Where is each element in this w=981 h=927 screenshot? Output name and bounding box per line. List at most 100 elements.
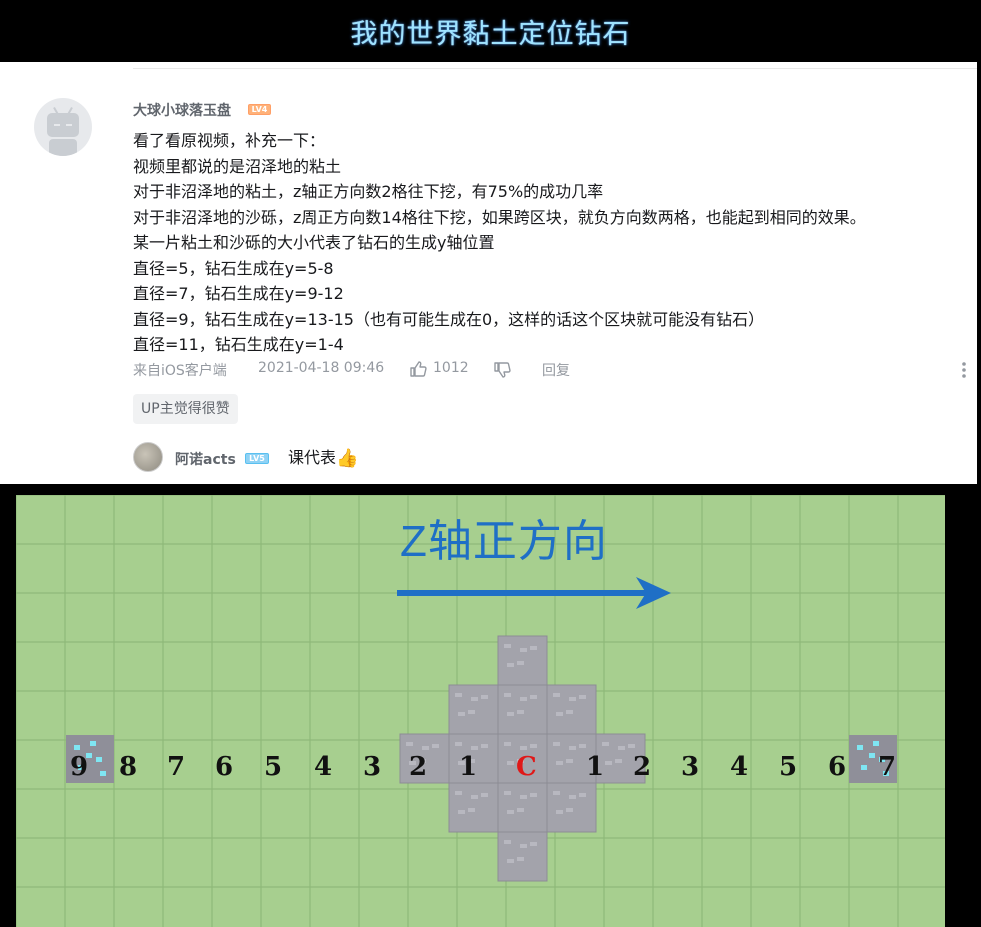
stone-texture: [520, 746, 527, 750]
avatar-eye-left: [54, 124, 60, 126]
reply-username[interactable]: 阿诺acts: [175, 452, 236, 468]
stone-texture: [507, 712, 514, 716]
left-distance-label: 8: [119, 752, 138, 782]
stone-block: [497, 635, 548, 686]
diamond-fleck: [100, 771, 106, 776]
stone-texture: [468, 808, 475, 812]
stone-texture: [556, 712, 563, 716]
direction-arrow: [397, 577, 671, 609]
left-distance-label: 2: [409, 752, 428, 782]
stone-texture: [530, 646, 537, 650]
stone-texture: [520, 795, 527, 799]
comment-line: 看了看原视频，补充一下：: [133, 131, 326, 150]
separator: [0, 484, 981, 495]
stone-texture: [579, 744, 586, 748]
diamond-fleck: [883, 771, 889, 776]
comment-line: 直径=7，钻石生成在y=9-12: [133, 284, 344, 303]
diamond-fleck: [879, 757, 885, 762]
stone-texture: [504, 791, 511, 795]
right-distance-label: 1: [586, 752, 605, 782]
stone-texture: [504, 742, 511, 746]
border-right: [945, 484, 981, 927]
stone-texture: [628, 744, 635, 748]
stone-texture: [566, 710, 573, 714]
stone-texture: [419, 759, 426, 763]
stone-texture: [458, 761, 465, 765]
stone-texture: [569, 697, 576, 701]
left-distance-label: 3: [363, 752, 382, 782]
stone-texture: [406, 742, 413, 746]
right-distance-label: 6: [828, 752, 847, 782]
panel-edge: [977, 62, 981, 484]
stone-texture: [569, 746, 576, 750]
diamond-fleck: [873, 741, 879, 746]
comment-line: 对于非沼泽地的沙砾，z周正方向数14格往下挖，如果跨区块，就负方向数两格，也能起…: [133, 207, 866, 227]
diamond-fleck: [90, 741, 96, 746]
stone-texture: [520, 648, 527, 652]
grass-grid: [16, 495, 945, 927]
title-bar: 我的世界黏土定位钻石: [0, 0, 981, 62]
comment-source: 来自iOS客户端: [133, 363, 227, 379]
right-distance-label: 3: [681, 752, 700, 782]
diamond-fleck: [861, 765, 867, 770]
stone-texture: [556, 810, 563, 814]
comment-line: 直径=11，钻石生成在y=1-4: [133, 335, 344, 354]
stone-texture: [553, 791, 560, 795]
stone-texture: [481, 744, 488, 748]
diamond-fleck: [74, 745, 80, 750]
stone-texture: [458, 712, 465, 716]
stone-texture: [566, 808, 573, 812]
comment-line: 直径=9，钻石生成在y=13-15（也有可能生成在0，这样的话这个区块就可能没有…: [133, 309, 765, 329]
stone-texture: [517, 759, 524, 763]
stone-texture: [618, 746, 625, 750]
stone-texture: [504, 644, 511, 648]
thumbs-down-icon[interactable]: [493, 361, 511, 379]
stone-texture: [409, 761, 416, 765]
left-distance-label: 9: [70, 752, 89, 782]
left-distance-label: 6: [215, 752, 234, 782]
stone-texture: [602, 742, 609, 746]
stone-texture: [507, 859, 514, 863]
thumbs-up-icon[interactable]: [409, 360, 427, 378]
right-distance-label: 2: [633, 752, 652, 782]
stone-block: [546, 782, 597, 833]
more-vertical-icon[interactable]: [960, 360, 968, 380]
stone-texture: [455, 693, 462, 697]
stone-texture: [517, 661, 524, 665]
stone-texture: [520, 844, 527, 848]
center-label: C: [516, 752, 537, 782]
diamond-fleck: [857, 745, 863, 750]
stone-texture: [507, 761, 514, 765]
stone-texture: [468, 710, 475, 714]
left-distance-label: 4: [314, 752, 333, 782]
reply-avatar[interactable]: [133, 442, 163, 472]
stone-texture: [517, 857, 524, 861]
reply-level-badge: LV5: [245, 453, 269, 464]
right-distance-label: 5: [779, 752, 798, 782]
stone-block: [448, 684, 499, 735]
comment-meta: 来自iOS客户端 2021-04-18 09:46 1012 回复: [133, 360, 978, 380]
stone-texture: [481, 695, 488, 699]
page-title: 我的世界黏土定位钻石: [350, 18, 631, 50]
stone-block: [497, 782, 548, 833]
stone-block: [497, 684, 548, 735]
stone-texture: [455, 742, 462, 746]
comment-username[interactable]: 大球小球落玉盘: [133, 103, 231, 119]
stone-texture: [569, 795, 576, 799]
stone-texture: [507, 663, 514, 667]
right-distance-label: 7: [878, 752, 897, 782]
stone-texture: [432, 744, 439, 748]
reply-button[interactable]: 回复: [542, 363, 570, 379]
stone-texture: [455, 791, 462, 795]
stone-texture: [468, 759, 475, 763]
comment-body: 看了看原视频，补充一下： 视频里都说的是沼泽地的粘土 对于非沼泽地的粘土，z轴正…: [133, 128, 866, 358]
like-count: 1012: [433, 360, 469, 376]
diamond-fleck: [78, 765, 84, 770]
avatar-body: [49, 139, 77, 156]
diamond-fleck: [869, 753, 875, 758]
stone-texture: [481, 793, 488, 797]
avatar[interactable]: [34, 98, 92, 156]
comment-line: 直径=5，钻石生成在y=5-8: [133, 258, 334, 278]
stone-texture: [458, 810, 465, 814]
